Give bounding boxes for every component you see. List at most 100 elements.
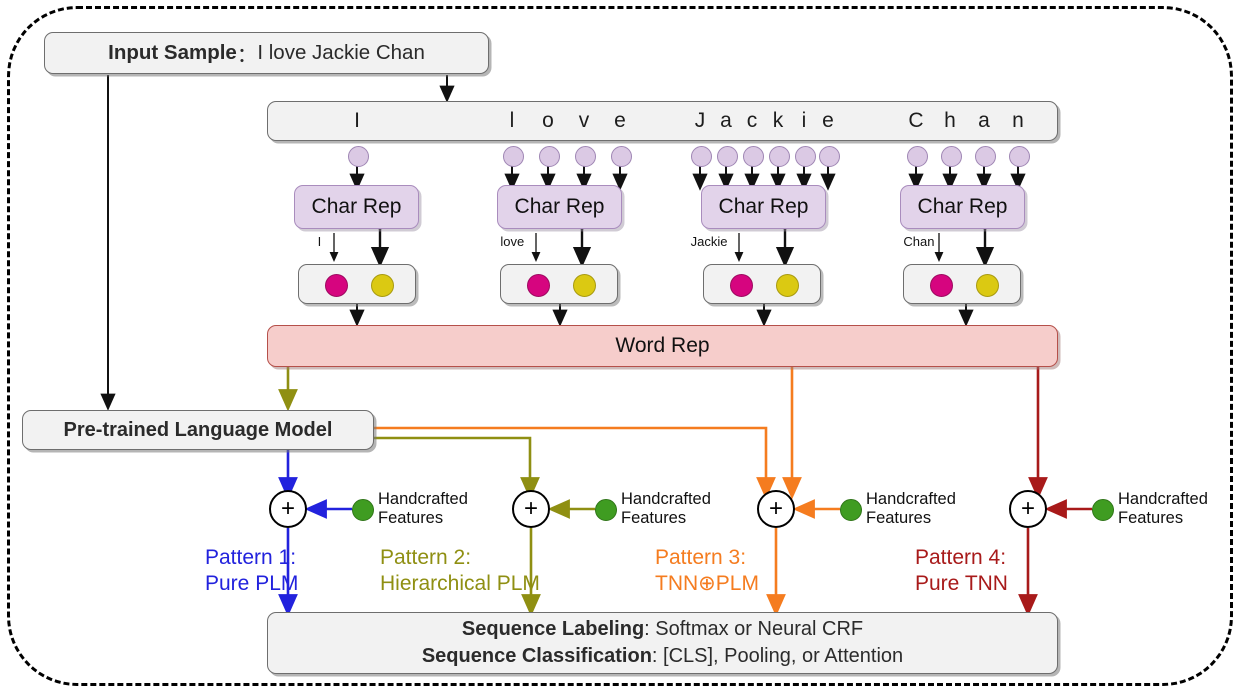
pattern-label-line2: Pure PLM [205,572,299,595]
char-embedding-dot [776,274,799,297]
handcrafted-features-dot [1092,499,1114,521]
word-vector-box [298,264,416,304]
character-node [690,146,712,167]
character-glyph: C [908,109,924,132]
character-node [742,146,764,167]
character-node [502,146,524,167]
input-sample-label: Input Sample [108,41,237,64]
char-rep-box: Char Rep [701,185,826,229]
plus-symbol: + [1020,495,1035,522]
character-node [794,146,816,167]
plus-symbol: + [280,495,295,522]
output-task-box: Sequence Labeling: Softmax or Neural CRF… [267,612,1058,674]
word-embedding-dot [930,274,953,297]
dashed-frame [7,6,1233,686]
pattern-label: Pattern 3: TNN⊕PLM [655,545,759,597]
handcrafted-features-line1: Handcrafted [621,490,711,508]
pattern-label-line2: Hierarchical PLM [380,572,540,595]
char-rep-label: Char Rep [311,195,402,218]
pattern-label-line2: TNN⊕PLM [655,572,759,595]
pattern-label-line1: Pattern 2: [380,546,472,569]
handcrafted-features-dot [352,499,374,521]
sequence-classification-label: Sequence Classification [421,645,652,667]
word-vector-box [903,264,1021,304]
character-node [1008,146,1030,167]
char-embedding-dot [573,274,596,297]
fusion-plus-node: + [512,490,550,528]
char-embedding-dot [976,274,999,297]
pretrained-language-model-box: Pre-trained Language Model [22,410,374,450]
character-node [768,146,790,167]
handcrafted-features-line1: Handcrafted [378,490,468,508]
word-token-label: Chan [903,234,935,249]
handcrafted-features-dot [840,499,862,521]
plm-label: Pre-trained Language Model [63,418,333,441]
char-rep-label: Char Rep [917,195,1008,218]
char-rep-label: Char Rep [718,195,809,218]
sequence-labeling-value: : Softmax or Neural CRF [644,618,864,640]
character-glyph: k [772,109,784,132]
character-glyph: l [509,109,515,132]
character-glyph: v [578,109,590,132]
character-glyph: a [720,109,732,132]
character-sequence-bar [267,101,1058,141]
fusion-plus-node: + [757,490,795,528]
char-embedding-dot [371,274,394,297]
pattern-label-line2: Pure TNN [915,572,1008,595]
character-glyph: h [944,109,956,132]
word-token-label: love [500,234,525,249]
character-node [574,146,596,167]
word-embedding-dot [730,274,753,297]
character-node [818,146,840,167]
character-glyph: a [978,109,990,132]
fusion-plus-node: + [1009,490,1047,528]
character-glyph: I [354,109,360,132]
output-row-sequence-classification: Sequence Classification: [CLS], Pooling,… [422,643,903,670]
character-glyph: e [822,109,834,132]
word-vector-box [703,264,821,304]
word-vector-box [500,264,618,304]
character-node [716,146,738,167]
character-glyph: n [1012,109,1024,132]
character-node [538,146,560,167]
sequence-labeling-label: Sequence Labeling [461,618,645,640]
word-token-label: I [317,234,322,249]
char-rep-box: Char Rep [900,185,1025,229]
fusion-plus-node: + [269,490,307,528]
character-glyph: e [614,109,626,132]
output-row-sequence-labeling: Sequence Labeling: Softmax or Neural CRF [462,616,863,643]
character-node [347,146,369,167]
handcrafted-features-line2: Features [866,509,932,527]
handcrafted-features-line1: Handcrafted [1118,490,1208,508]
handcrafted-features-line1: Handcrafted [866,490,956,508]
sequence-classification-value: : [CLS], Pooling, or Attention [651,645,904,667]
pattern-label-line1: Pattern 3: [655,546,747,569]
character-node [974,146,996,167]
char-rep-box: Char Rep [497,185,622,229]
character-glyph: o [542,109,554,132]
input-sample-value: I love Jackie Chan [257,41,425,64]
input-sample-box: Input Sample：I love Jackie Chan [44,32,489,74]
word-rep-box: Word Rep [267,325,1058,367]
character-node [906,146,928,167]
handcrafted-features-line2: Features [1118,509,1184,527]
word-rep-label: Word Rep [615,334,710,357]
pattern-label: Pattern 1: Pure PLM [205,545,298,597]
handcrafted-features-dot [595,499,617,521]
character-node [940,146,962,167]
pattern-label-line1: Pattern 4: [915,546,1007,569]
character-node [610,146,632,167]
character-glyph: i [801,109,807,132]
character-glyph: c [746,109,758,132]
word-embedding-dot [527,274,550,297]
input-sample-separator: ： [236,44,258,67]
pattern-label-line1: Pattern 1: [205,546,297,569]
pattern-label: Pattern 2: Hierarchical PLM [380,545,540,597]
word-token-label: Jackie [690,234,728,249]
plus-symbol: + [523,495,538,522]
plus-symbol: + [768,495,783,522]
